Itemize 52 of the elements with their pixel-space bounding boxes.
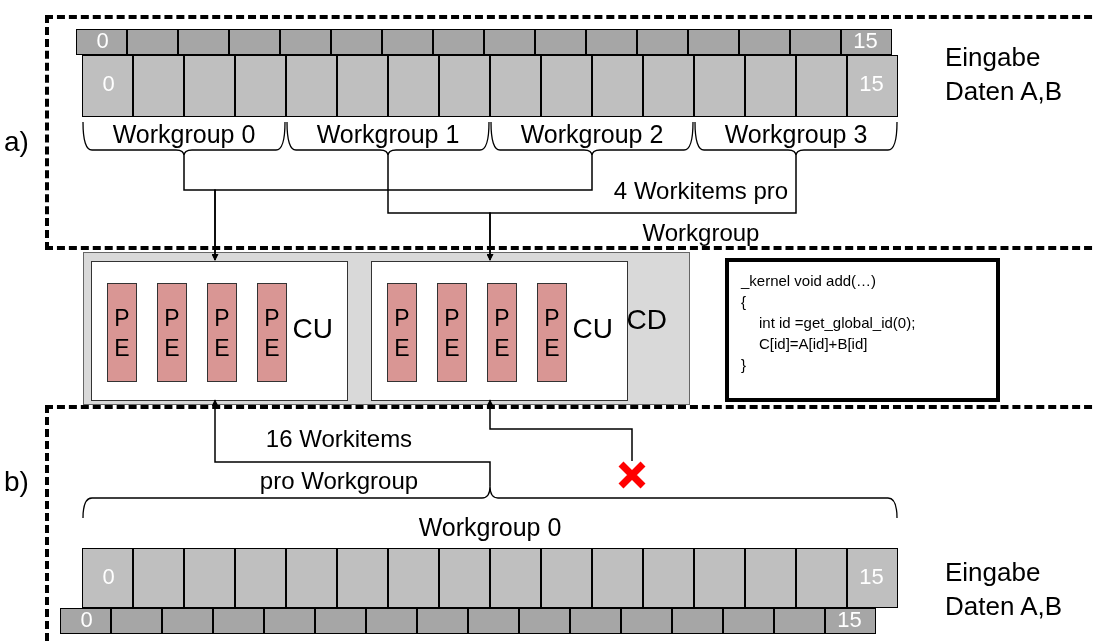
workgroup-brace — [82, 120, 286, 156]
index-number: 0 — [101, 71, 116, 97]
index-number: 15 — [836, 607, 863, 633]
index-number: 15 — [858, 71, 885, 97]
code-line: } — [741, 355, 746, 375]
unit-label: CU — [572, 312, 613, 346]
data-array — [76, 29, 892, 55]
connector-arrow — [486, 399, 633, 462]
data-array — [82, 55, 898, 117]
workgroup-brace — [490, 120, 694, 156]
unit-label: CD — [626, 303, 667, 337]
connector-arrow — [486, 155, 797, 261]
note-text: 16 Workitems pro Workgroup — [258, 424, 420, 496]
code-line: C[id]=A[id]+B[id] — [759, 334, 868, 354]
section-label: a) — [4, 125, 29, 159]
code-line: int id =get_global_id(0); — [759, 313, 916, 333]
workgroup-label: Workgroup 2 — [519, 120, 665, 148]
processing-element: P E — [487, 283, 517, 382]
processing-element: P E — [207, 283, 237, 382]
index-number: 0 — [79, 607, 94, 633]
workgroup-label: Workgroup 0 — [417, 513, 563, 541]
section-label: b) — [4, 465, 29, 499]
processing-element: P E — [537, 283, 567, 382]
compute-device-box — [83, 252, 690, 405]
workgroup-label: Workgroup 0 — [111, 120, 257, 148]
note-text: Eingabe Daten A,B — [945, 556, 1064, 623]
data-array — [60, 608, 876, 634]
compute-unit-box — [371, 261, 628, 401]
note-text: 4 Workitems pro Workgroup — [612, 176, 790, 248]
code-line: { — [741, 292, 746, 312]
processing-element: P E — [257, 283, 287, 382]
unit-label: CU — [292, 312, 333, 346]
workgroup-label: Workgroup 1 — [315, 120, 461, 148]
connector-arrow — [211, 399, 491, 487]
processing-element: P E — [437, 283, 467, 382]
compute-unit-box — [91, 261, 348, 401]
index-number: 15 — [852, 28, 879, 54]
cross-icon — [618, 461, 646, 489]
code-box — [725, 258, 1000, 402]
index-number: 15 — [858, 564, 885, 590]
note-text: Eingabe Daten A,B — [945, 41, 1064, 108]
processing-element: P E — [107, 283, 137, 382]
workgroup-brace — [694, 120, 898, 156]
index-number: 0 — [95, 28, 110, 54]
processing-element: P E — [387, 283, 417, 382]
workgroup-brace — [286, 120, 490, 156]
data-array — [82, 548, 898, 608]
code-line: _kernel void add(…) — [741, 271, 877, 291]
connector-arrow — [211, 155, 593, 261]
processing-element: P E — [157, 283, 187, 382]
index-number: 0 — [101, 564, 116, 590]
workgroup-label: Workgroup 3 — [723, 120, 869, 148]
